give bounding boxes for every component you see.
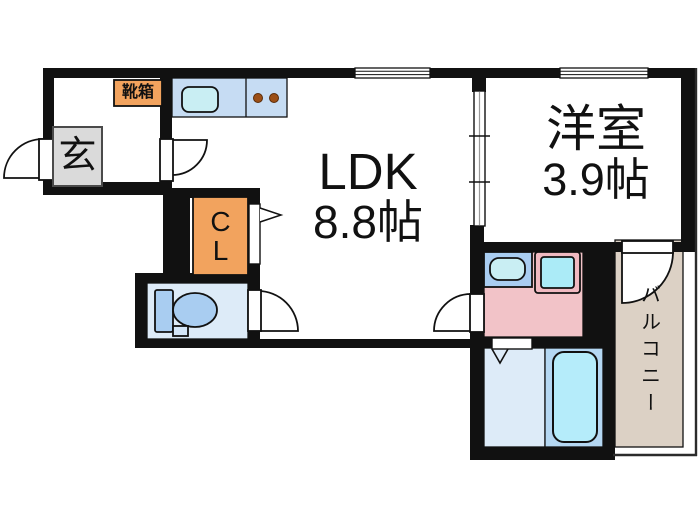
wall-western-room-bottom [470,242,695,252]
toilet-door-leaf [247,289,262,332]
toilet-fixture [154,289,218,337]
toilet-tank [154,289,174,333]
bathroom-folding-door [491,337,533,365]
entrance-mat [52,126,103,187]
laundry-pan [534,251,581,294]
closet-box [192,196,249,276]
toilet-control-box [172,325,189,337]
front-door-leaf [38,138,55,181]
closet-door-strip [248,203,261,265]
wall-left [43,68,54,195]
balcony-label: バルコニー [637,284,660,419]
bathtub [552,351,598,443]
window-ldk-top [354,67,431,79]
washbasin-unit [483,251,533,288]
toilet-bowl [172,292,218,328]
stove-burner-icon [269,93,279,103]
washroom-door-swing-arc [433,293,472,332]
ldk-room-size: 8.8帖 [313,195,423,248]
wall-toilet-top [135,273,260,283]
wall-western-room-right [681,68,695,250]
closet-folding-door [248,203,284,265]
front-door-swing-arc [3,138,44,179]
wall-closet-top [172,188,260,198]
washroom-door-leaf [469,293,485,333]
kitchen-counter [171,77,288,118]
entrance-label: 玄 [58,135,97,178]
wall-bathroom-right [603,348,615,460]
bathroom-door-opening [491,337,533,350]
wall-washroom-balcony [583,242,615,348]
western-room-label: 洋室 [546,100,646,157]
shoe-box [113,79,163,107]
wall-toilet-left [135,273,147,348]
closet-label-line2: L [212,235,229,266]
kitchen-sink [181,86,219,113]
stove-burner-icon [253,93,263,103]
window-frame [354,67,431,79]
wall-slider-stub [472,78,486,92]
wall-closet-left [163,188,190,283]
bathroom-door-fold-mark [491,348,509,365]
ldk-door-opening [159,138,174,182]
wall-washroom-bottom [483,337,604,348]
wall-bathroom-bottom [470,447,615,460]
closet-door-fold-mark [259,207,284,223]
balcony-door-swing-arc [621,251,674,304]
wall-center-right [470,225,484,460]
wall-bottom-main [135,339,484,348]
sliding-door-ldk-western [469,90,490,227]
ldk-door-swing-arc [171,139,208,176]
washbasin-bowl [489,257,526,281]
closet-label-line1: C [210,205,231,237]
closet-label: C L [193,197,248,275]
bathroom-floor [483,347,546,448]
window-frame [559,67,649,79]
shoe-box-label: 靴箱 [121,83,154,101]
laundry-pan-inner [540,256,575,289]
ldk-room-label: LDK [318,143,418,201]
window-western-room-top [559,67,649,79]
western-room-size: 3.9帖 [542,154,650,206]
toilet-door-swing-arc [257,290,299,332]
balcony-door-leaf [621,240,674,254]
